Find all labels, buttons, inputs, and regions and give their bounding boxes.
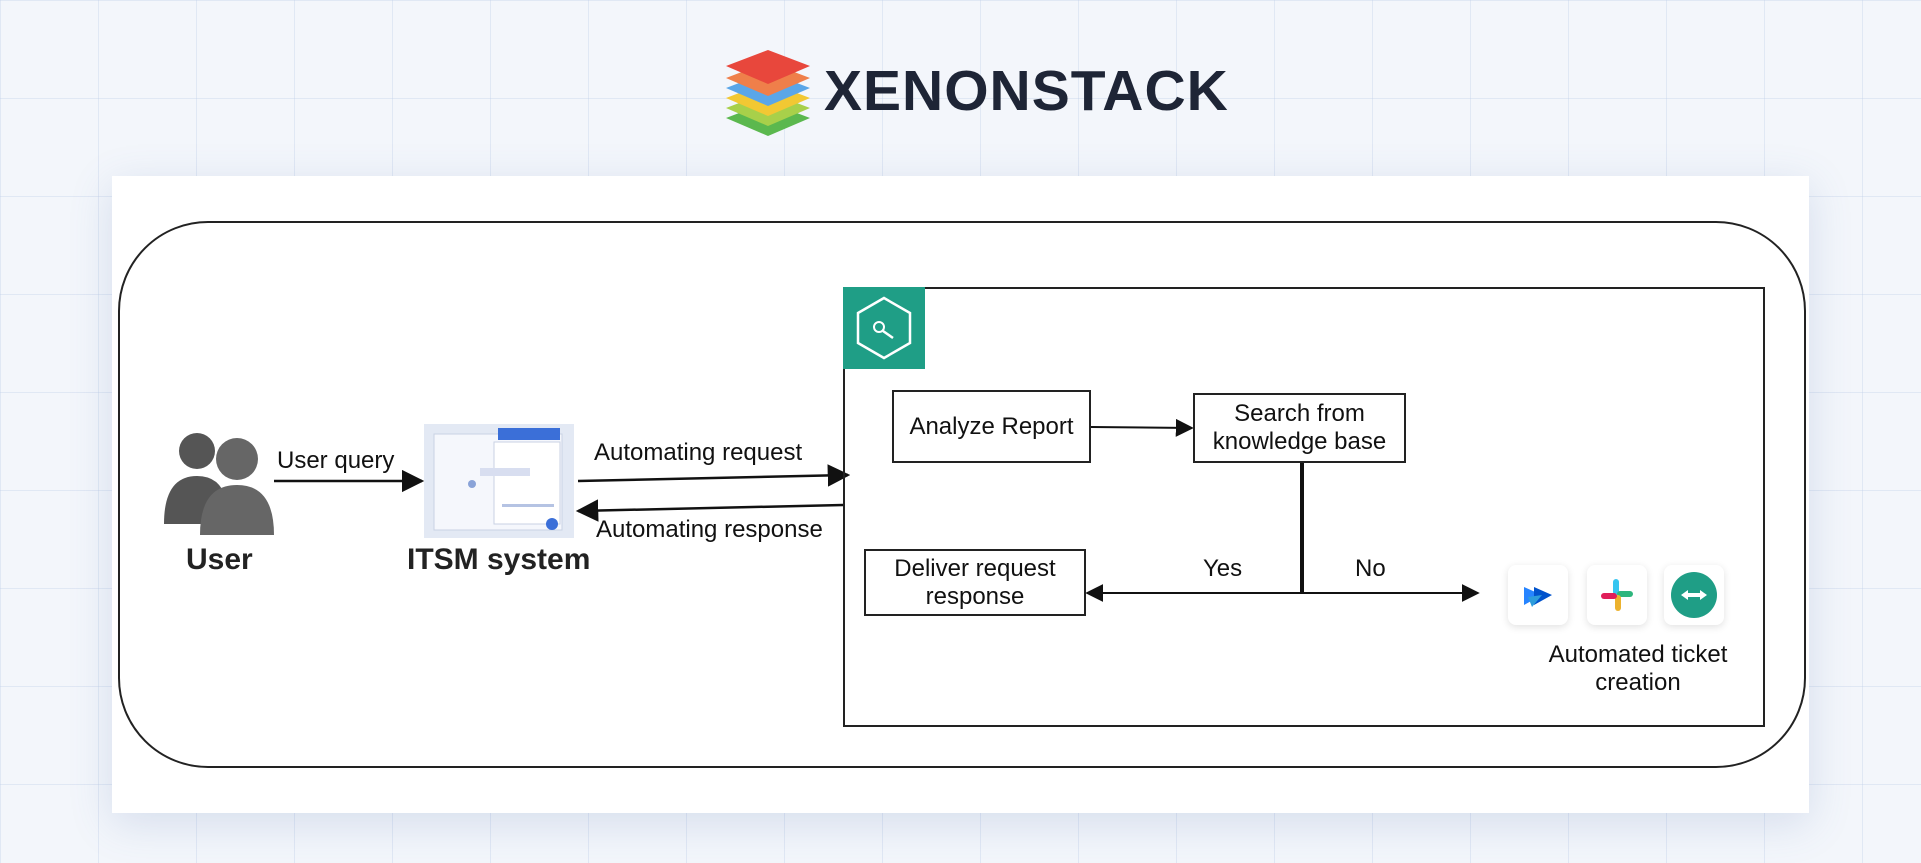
itsm-label: ITSM system <box>407 543 591 576</box>
layered-stack-icon <box>726 50 810 136</box>
automating-request-arrow <box>577 464 851 487</box>
search-knowledge-box: Search from knowledge base <box>1193 393 1406 463</box>
itsm-screen-icon <box>424 424 574 538</box>
system-boundary <box>118 221 1806 768</box>
diagram-card: User User query ITSM system Automating r… <box>112 176 1809 813</box>
agent-badge <box>843 287 925 369</box>
slack-icon <box>1587 565 1647 625</box>
automating-response-arrow <box>575 499 844 522</box>
automating-request-label: Automating request <box>594 439 803 466</box>
connectors <box>274 418 1480 602</box>
ai-agent-container <box>843 287 1765 727</box>
deliver-response-box: Deliver request response <box>864 549 1086 616</box>
teamviewer-icon <box>1664 565 1724 625</box>
brand-name: XENONSTACK <box>824 59 1229 123</box>
xenonstack-logo: XENONSTACK <box>722 40 1228 148</box>
analyze-report-box: Analyze Report <box>892 390 1091 463</box>
jira-icon <box>1508 565 1568 625</box>
ticket-creation-label: Automated ticket creation <box>1548 641 1728 696</box>
user-query-label: User query <box>277 447 395 474</box>
analyze-to-search-arrow <box>1090 418 1194 437</box>
user-label: User <box>186 543 253 576</box>
people-icon <box>164 433 274 535</box>
yes-label: Yes <box>1203 555 1243 582</box>
automating-response-label: Automating response <box>596 516 823 543</box>
no-label: No <box>1355 555 1386 582</box>
agent-search-icon <box>856 296 912 360</box>
